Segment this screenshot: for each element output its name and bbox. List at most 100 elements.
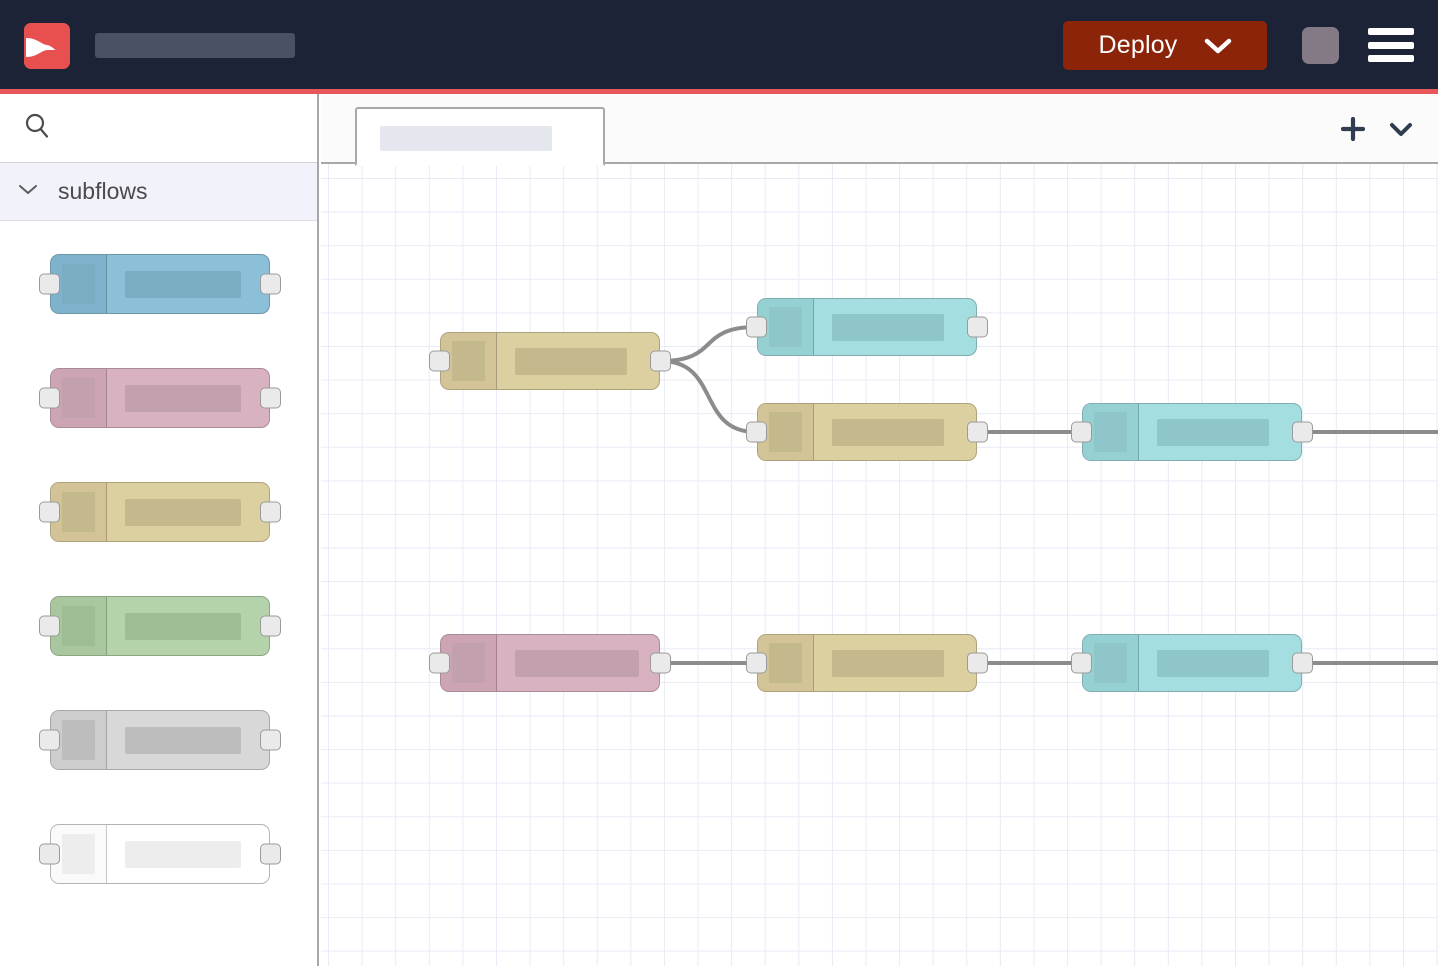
flow-tab-1[interactable] xyxy=(355,107,605,166)
palette-node-1[interactable] xyxy=(39,254,281,314)
node-output-port[interactable] xyxy=(967,421,988,443)
palette-list-item[interactable] xyxy=(0,360,317,474)
node-body-cell xyxy=(497,333,659,389)
canvas-node-output-1[interactable] xyxy=(746,298,988,356)
node-icon-redacted xyxy=(62,834,95,874)
palette-node-4[interactable] xyxy=(39,596,281,656)
palette-category-subflows[interactable]: subflows xyxy=(0,163,317,221)
canvas-node-function-3[interactable] xyxy=(746,634,988,692)
node-output-port[interactable] xyxy=(967,652,988,674)
canvas-node-output-2[interactable] xyxy=(1071,403,1313,461)
user-avatar[interactable] xyxy=(1302,27,1339,64)
palette-node-3[interactable] xyxy=(39,482,281,542)
node-input-port[interactable] xyxy=(39,843,60,865)
palette-node-5[interactable] xyxy=(39,710,281,770)
node-input-port[interactable] xyxy=(1071,652,1092,674)
node-icon-redacted xyxy=(769,307,802,347)
node-label-redacted xyxy=(125,612,241,640)
palette-node-6[interactable] xyxy=(39,824,281,884)
node-label-redacted xyxy=(125,726,241,754)
flow-canvas-grid[interactable] xyxy=(321,164,1438,966)
deploy-button-label: Deploy xyxy=(1098,31,1178,59)
palette-list-item[interactable] xyxy=(0,588,317,702)
node-input-port[interactable] xyxy=(1071,421,1092,443)
node-icon-redacted xyxy=(62,606,95,646)
node-label-redacted xyxy=(1157,418,1269,446)
node-output-port[interactable] xyxy=(650,652,671,674)
hamburger-bar xyxy=(1368,28,1414,35)
node-label-redacted xyxy=(125,270,241,298)
node-label-redacted xyxy=(515,347,627,375)
deploy-button[interactable]: Deploy xyxy=(1063,21,1267,70)
node-icon-cell xyxy=(1083,635,1139,691)
node-label-redacted xyxy=(832,313,944,341)
palette-node-2[interactable] xyxy=(39,368,281,428)
search-icon xyxy=(22,111,52,146)
node-body-cell xyxy=(107,369,269,427)
node-icon-cell xyxy=(1083,404,1139,460)
node-input-port[interactable] xyxy=(39,501,60,523)
node-output-port[interactable] xyxy=(260,387,281,409)
node-icon-redacted xyxy=(769,643,802,683)
canvas-node-output-3[interactable] xyxy=(1071,634,1313,692)
node-label-redacted xyxy=(125,498,241,526)
node-output-port[interactable] xyxy=(260,729,281,751)
palette-category-label: subflows xyxy=(58,178,148,204)
node-input-port[interactable] xyxy=(39,273,60,295)
node-output-port[interactable] xyxy=(260,501,281,523)
node-body-cell xyxy=(814,635,976,691)
node-input-port[interactable] xyxy=(746,316,767,338)
node-icon-cell xyxy=(51,597,107,655)
node-icon-cell xyxy=(758,404,814,460)
palette-search-input[interactable] xyxy=(0,94,317,163)
node-icon-redacted xyxy=(452,341,485,381)
node-output-port[interactable] xyxy=(260,615,281,637)
node-input-port[interactable] xyxy=(429,350,450,372)
node-body-cell xyxy=(497,635,659,691)
flow-tab-menu-button[interactable] xyxy=(1384,112,1418,146)
node-input-port[interactable] xyxy=(429,652,450,674)
palette-list-item[interactable] xyxy=(0,474,317,588)
node-icon-redacted xyxy=(1094,643,1127,683)
chevron-down-icon xyxy=(17,182,39,201)
wire-a-to-b[interactable] xyxy=(659,325,758,363)
node-output-port[interactable] xyxy=(1292,652,1313,674)
canvas-node-input-1[interactable] xyxy=(429,634,671,692)
add-flow-tab-button[interactable] xyxy=(1336,112,1370,146)
node-input-port[interactable] xyxy=(39,729,60,751)
node-icon-cell xyxy=(51,483,107,541)
node-output-port[interactable] xyxy=(260,843,281,865)
node-output-port[interactable] xyxy=(260,273,281,295)
hamburger-menu-icon[interactable] xyxy=(1368,28,1414,62)
palette-list-item[interactable] xyxy=(0,246,317,360)
node-icon-cell xyxy=(441,635,497,691)
node-icon-redacted xyxy=(452,643,485,683)
node-input-port[interactable] xyxy=(746,421,767,443)
node-body-cell xyxy=(814,299,976,355)
node-label-redacted xyxy=(832,418,944,446)
node-input-port[interactable] xyxy=(39,387,60,409)
canvas-node-function-1[interactable] xyxy=(429,332,671,390)
chevron-down-icon[interactable] xyxy=(1204,37,1232,55)
palette-list-item[interactable] xyxy=(0,816,317,930)
node-input-port[interactable] xyxy=(39,615,60,637)
node-icon-cell xyxy=(441,333,497,389)
node-icon-redacted xyxy=(62,492,95,532)
canvas-node-function-2[interactable] xyxy=(746,403,988,461)
node-label-redacted xyxy=(125,840,241,868)
palette-node-list xyxy=(0,221,317,930)
node-output-port[interactable] xyxy=(650,350,671,372)
node-body-cell xyxy=(107,483,269,541)
flow-tab-label-redacted xyxy=(380,126,552,151)
palette-list-item[interactable] xyxy=(0,702,317,816)
node-label-redacted xyxy=(515,649,639,677)
node-body-cell xyxy=(107,711,269,769)
node-output-port[interactable] xyxy=(1292,421,1313,443)
flow-tabbar xyxy=(321,94,1438,166)
node-icon-redacted xyxy=(62,720,95,760)
wire-a-to-c[interactable] xyxy=(659,359,758,434)
node-output-port[interactable] xyxy=(967,316,988,338)
node-input-port[interactable] xyxy=(746,652,767,674)
node-red-logo-icon[interactable] xyxy=(24,23,70,69)
